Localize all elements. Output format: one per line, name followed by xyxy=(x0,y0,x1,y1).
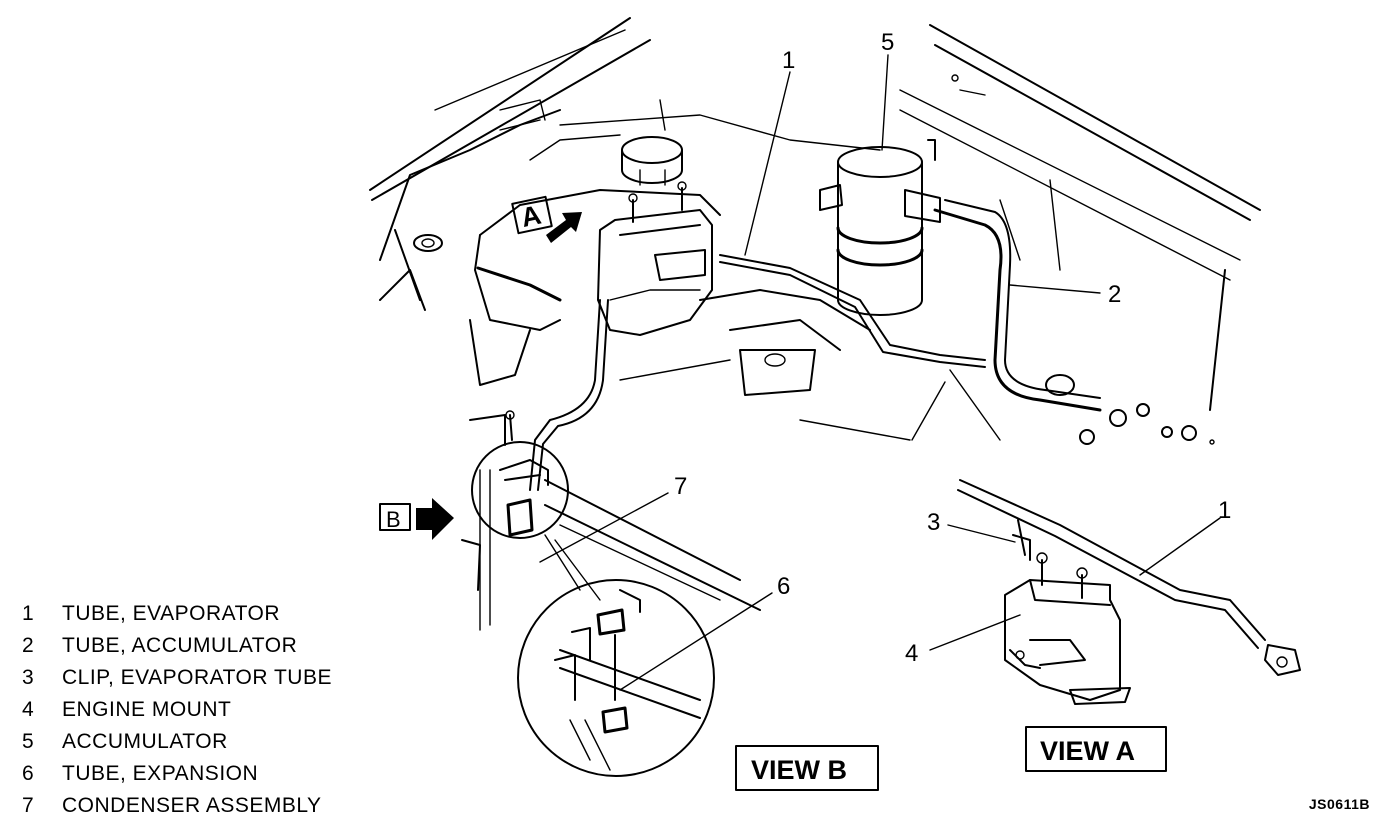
view-b-arrow-icon xyxy=(416,498,454,540)
leader-lines xyxy=(539,54,1221,691)
firewall-outline xyxy=(529,99,881,161)
callout-7-condenser: 7 xyxy=(674,473,687,500)
callout-5-accumulator: 5 xyxy=(881,29,894,56)
legend-text: CONDENSER ASSEMBLY xyxy=(62,794,322,817)
legend-text: ACCUMULATOR xyxy=(62,730,228,753)
legend-item: 3 CLIP, EVAPORATOR TUBE xyxy=(22,662,332,694)
parts-legend: 1 TUBE, EVAPORATOR 2 TUBE, ACCUMULATOR 3 CL… xyxy=(22,598,332,822)
legend-text: ENGINE MOUNT xyxy=(62,698,232,721)
legend-number: 7 xyxy=(22,794,35,817)
legend-item: 2 TUBE, ACCUMULATOR xyxy=(22,630,332,662)
accumulator xyxy=(819,139,941,316)
legend-number: 5 xyxy=(22,730,35,753)
view-a-arrow-icon xyxy=(546,212,582,243)
legend-number: 3 xyxy=(22,666,35,689)
engine-mount xyxy=(597,181,713,336)
view-a-label-box xyxy=(1025,726,1167,772)
legend-item: 7 CONDENSER ASSEMBLY xyxy=(22,790,332,822)
view-b-enlarged-detail xyxy=(517,579,715,777)
legend-text: CLIP, EVAPORATOR TUBE xyxy=(62,666,332,689)
washer-reservoir xyxy=(469,136,721,386)
view-b-marker-letter: B xyxy=(386,507,401,532)
legend-text: TUBE, EXPANSION xyxy=(62,762,259,785)
tube-evaporator xyxy=(529,254,986,491)
view-a-detail xyxy=(957,479,1301,705)
legend-text: TUBE, ACCUMULATOR xyxy=(62,634,298,657)
legend-item: 5 ACCUMULATOR xyxy=(22,726,332,758)
frame-rail xyxy=(619,289,1001,441)
document-id: JS0611B xyxy=(1308,796,1370,812)
fender-outline xyxy=(369,17,651,311)
legend-item: 1 TUBE, EVAPORATOR xyxy=(22,598,332,630)
legend-item: 6 TUBE, EXPANSION xyxy=(22,758,332,790)
view-b-marker-box xyxy=(379,503,411,531)
callout-3-clip: 3 xyxy=(927,509,940,536)
view-b-detail-circle xyxy=(471,441,569,539)
legend-number: 1 xyxy=(22,602,35,625)
callout-1-view-a: 1 xyxy=(1218,497,1231,524)
legend-number: 4 xyxy=(22,698,35,721)
view-b-marker: B xyxy=(379,498,454,540)
view-a-marker-box xyxy=(511,195,553,235)
legend-number: 6 xyxy=(22,762,35,785)
right-inner-fender xyxy=(899,24,1261,445)
callout-2-accumulator-tube: 2 xyxy=(1108,281,1121,308)
legend-number: 2 xyxy=(22,634,35,657)
view-b-label: VIEW B xyxy=(751,755,847,785)
legend-text: TUBE, EVAPORATOR xyxy=(62,602,281,625)
callout-4-engine-mount: 4 xyxy=(905,640,918,667)
callout-1-evaporator-tube: 1 xyxy=(782,47,795,74)
view-b-label-box xyxy=(735,745,879,791)
callout-6-expansion-tube: 6 xyxy=(777,573,790,600)
view-a-marker-letter: A xyxy=(518,200,543,233)
view-a-label: VIEW A xyxy=(1040,736,1135,766)
legend-item: 4 ENGINE MOUNT xyxy=(22,694,332,726)
view-a-marker: A xyxy=(511,195,582,243)
tube-accumulator xyxy=(933,199,1102,412)
